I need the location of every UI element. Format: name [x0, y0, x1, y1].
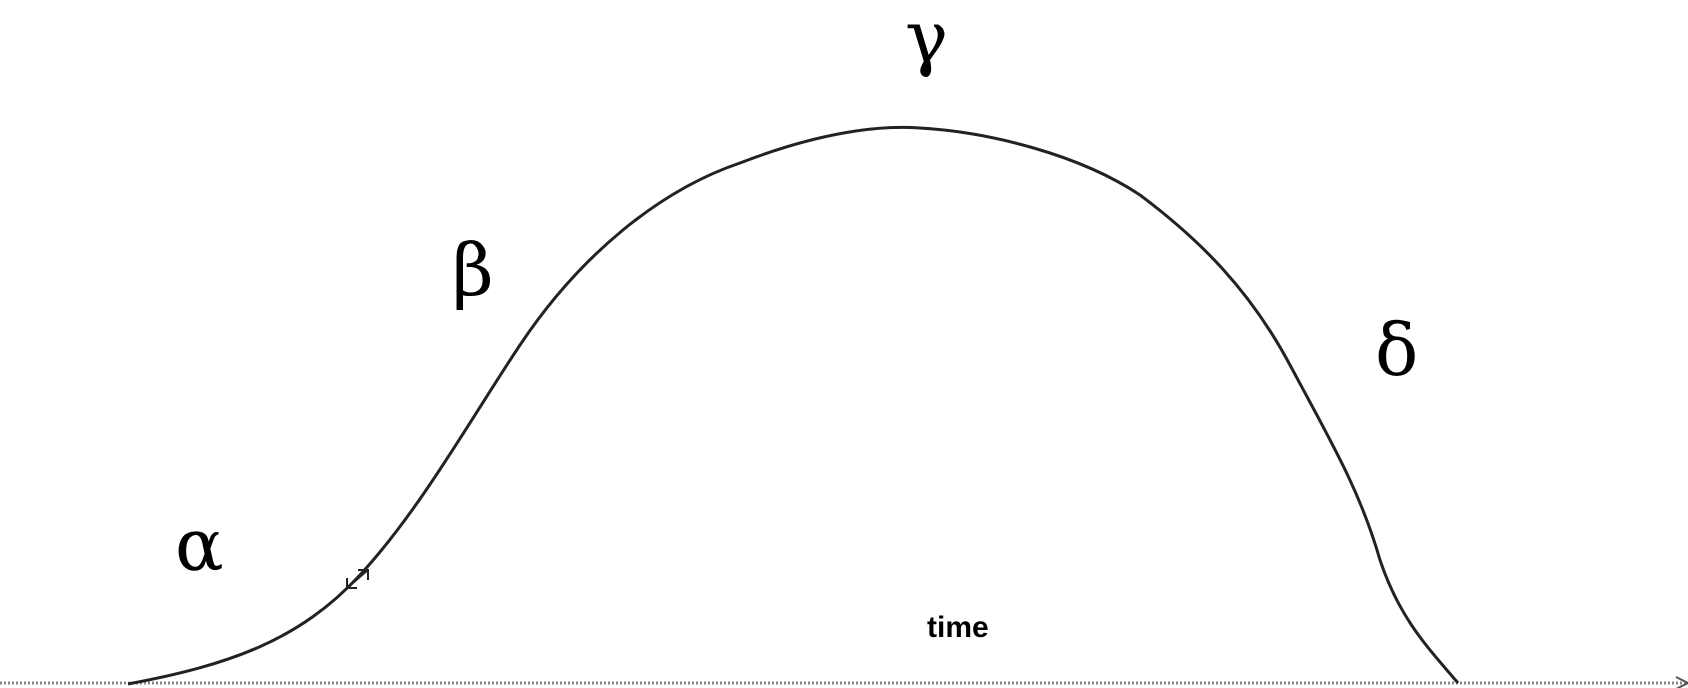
label-alpha: α [175, 503, 224, 587]
double-arrow-icon [346, 569, 369, 589]
label-delta: δ [1375, 308, 1418, 392]
label-gamma: γ [905, 0, 948, 79]
time-axis-label: time [927, 611, 989, 644]
axis-arrow-icon [1675, 676, 1688, 688]
growth-curve [127, 125, 1460, 686]
label-beta: β [452, 228, 494, 312]
